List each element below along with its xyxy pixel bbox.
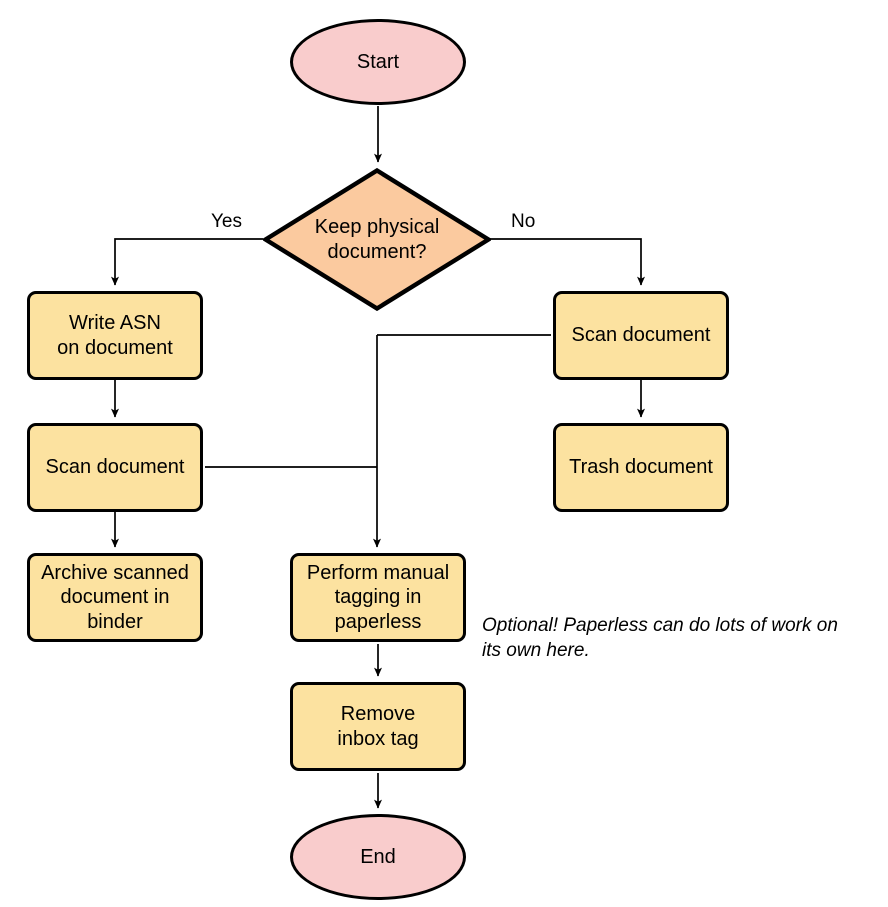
node-write-asn-on-document[interactable]: Write ASN on document [27,291,203,380]
node-scan-document-right-label: Scan document [571,324,711,347]
node-archive-scanned-document-in-binder-label: Archive scanned document in binder [41,561,189,633]
node-trash-document[interactable]: Trash document [553,423,729,512]
node-end-label: End [360,845,396,868]
node-remove-inbox-tag-label: Remove inbox tag [337,703,419,750]
node-archive-scanned-document-in-binder[interactable]: Archive scanned document in binder [27,553,203,642]
edge-label-no: No [509,211,538,233]
edge-label-yes: Yes [209,211,244,233]
node-start[interactable]: Start [290,19,466,105]
node-end[interactable]: End [290,814,466,900]
node-perform-manual-tagging-in-paperless-label: Perform manual tagging in paperless [306,561,450,633]
annotation-optional-note: Optional! Paperless can do lots of work … [482,588,882,663]
node-trash-document-label: Trash document [569,456,713,479]
edge-label-no-text: No [511,211,536,232]
node-remove-inbox-tag[interactable]: Remove inbox tag [290,682,466,771]
node-scan-document-left-label: Scan document [45,456,185,479]
connector-decision-yes-to-write-asn [111,238,263,286]
node-perform-manual-tagging-in-paperless[interactable]: Perform manual tagging in paperless [290,553,466,642]
edge-label-yes-text: Yes [211,211,242,232]
node-scan-document-left[interactable]: Scan document [27,423,203,512]
node-start-label: Start [356,50,400,73]
connector-decision-no-to-scan-right [490,238,645,286]
annotation-optional-note-text: Optional! Paperless can do lots of work … [482,615,838,662]
node-scan-document-right[interactable]: Scan document [553,291,729,380]
node-keep-physical-document[interactable]: Keep physical document? [263,168,491,311]
node-write-asn-on-document-label: Write ASN on document [57,312,173,359]
node-keep-physical-document-label: Keep physical document? [314,216,440,263]
diamond-shape [263,168,491,311]
